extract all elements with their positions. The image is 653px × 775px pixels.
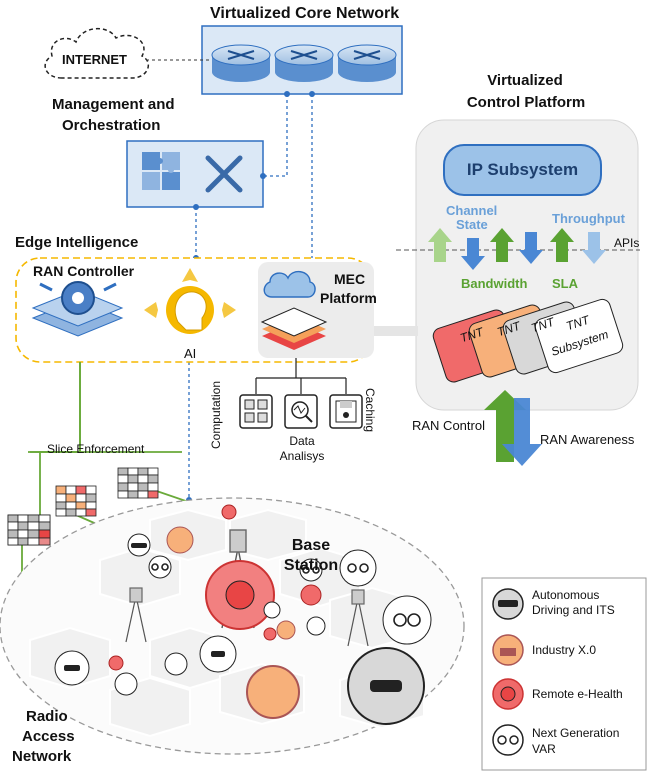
base-station-label-line2: Station (283, 557, 339, 574)
slice-grid-1 (7, 514, 51, 546)
ran-label-line1: Radio (26, 708, 68, 725)
ran-label-line2: Access (22, 728, 75, 745)
data-analysis-label-line1: Data (289, 434, 315, 448)
calculator-icon (239, 394, 273, 429)
legend-var-line1: Next Generation (532, 726, 620, 740)
channel-state-label-line1: Channel (446, 203, 498, 218)
internet-label: INTERNET (62, 52, 127, 67)
ai-icon (144, 268, 236, 334)
edge-title: Edge Intelligence (15, 234, 139, 251)
dashed-links (188, 94, 313, 500)
apis-label: APIs (614, 236, 640, 250)
core-title: Virtualized Core Network (210, 5, 400, 22)
caching-label: Caching (363, 387, 378, 433)
legend-autonomous-line2: Driving and ITS (532, 603, 615, 617)
analysis-icon (284, 394, 318, 429)
ip-subsystem-label: IP Subsystem (466, 160, 579, 179)
mano-title-line1: Management and (52, 96, 175, 113)
puzzle-icon (142, 152, 180, 190)
ran-controller-label: RAN Controller (33, 263, 135, 279)
mec-layers-icon (260, 307, 328, 350)
ran-control-label: RAN Control (412, 418, 485, 433)
tnt-subsystems (432, 298, 624, 383)
bandwidth-label: Bandwidth (461, 276, 528, 291)
throughput-label: Throughput (552, 211, 625, 226)
tower-icon-right (347, 589, 369, 647)
base-station-label-line1: Base (291, 537, 331, 554)
legend-var-line2: VAR (532, 742, 556, 756)
router-1 (211, 44, 271, 82)
router-3 (337, 44, 397, 82)
vcp-connector (372, 326, 418, 336)
ran-awareness-arrow (502, 398, 542, 466)
vcp-title-line1: Virtualized (487, 72, 563, 89)
data-analysis-label-line2: Analisys (279, 449, 325, 463)
glasses-glyphs (151, 563, 421, 627)
state-arrows (428, 228, 606, 270)
slice-grid-2 (55, 485, 97, 517)
ai-label: AI (184, 346, 197, 361)
mec-cloud-icon (263, 271, 316, 298)
caching-icon (329, 394, 363, 429)
legend-glasses-icon (492, 724, 524, 756)
services-tree (255, 358, 347, 394)
vcp-title-line2: Control Platform (466, 94, 586, 111)
car-glyphs (64, 543, 402, 692)
tower-icon-left (125, 587, 147, 643)
router-2 (274, 44, 334, 82)
slice-enforcement-label: Slice Enforcement (47, 442, 145, 456)
ran-awareness-label: RAN Awareness (540, 432, 635, 447)
channel-state-label-line2: State (456, 217, 488, 232)
ran-label-line3: Network (12, 748, 72, 765)
legend-autonomous-line1: Autonomous (532, 588, 600, 602)
slice-grid-3 (117, 467, 159, 499)
tools-icon (205, 155, 243, 193)
computation-label: Computation (209, 380, 224, 450)
sla-label: SLA (552, 276, 578, 291)
ip-subsystem-box (443, 144, 602, 196)
legend-industry: Industry X.0 (532, 643, 597, 657)
mec-label-line2: Platform (320, 290, 377, 306)
ran-controller-icon (31, 281, 124, 337)
legend-health: Remote e-Health (532, 687, 623, 701)
mano-title-line2: Orchestration (62, 117, 161, 134)
mec-label-line1: MEC (334, 271, 366, 287)
